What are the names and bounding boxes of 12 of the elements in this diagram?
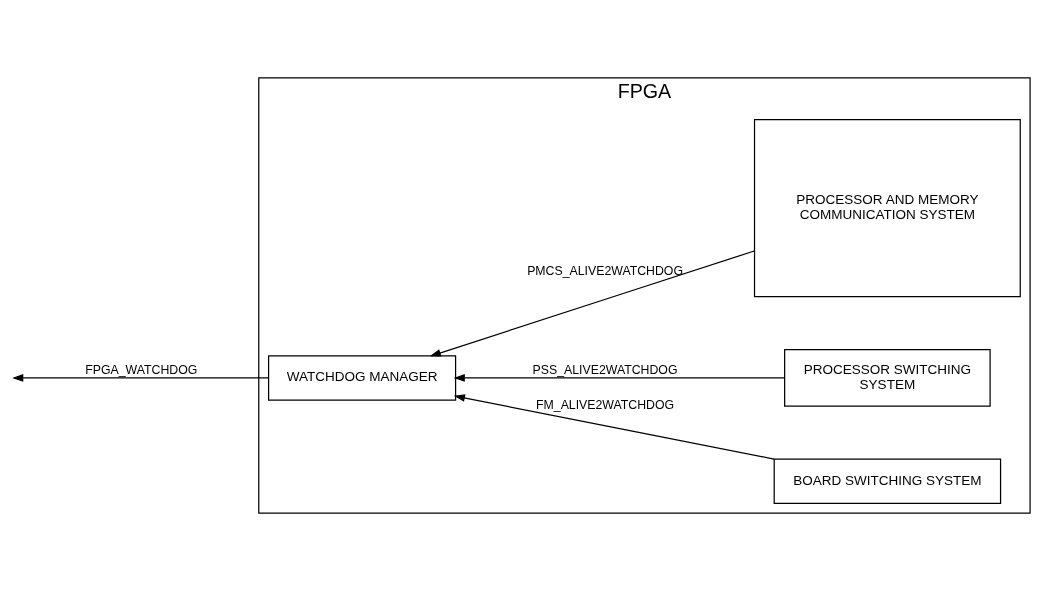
node-box: PROCESSOR AND MEMORY COMMUNICATION SYSTEM: [753, 118, 1021, 298]
arrow: [429, 250, 755, 357]
edge-label: FPGA_WATCHDOG: [85, 363, 198, 378]
arrow: [453, 394, 775, 460]
node-box: BOARD SWITCHING SYSTEM: [773, 458, 1002, 504]
edge-label: PMCS_ALIVE2WATCHDOG: [527, 263, 683, 278]
arrow: [453, 374, 786, 382]
node-box: PROCESSOR SWITCHING SYSTEM: [784, 349, 991, 407]
arrow: [12, 374, 269, 382]
node-box: WATCHDOG MANAGER: [268, 355, 457, 401]
edge-label: PSS_ALIVE2WATCHDOG: [532, 363, 678, 378]
edge-label: FM_ALIVE2WATCHDOG: [536, 397, 675, 412]
